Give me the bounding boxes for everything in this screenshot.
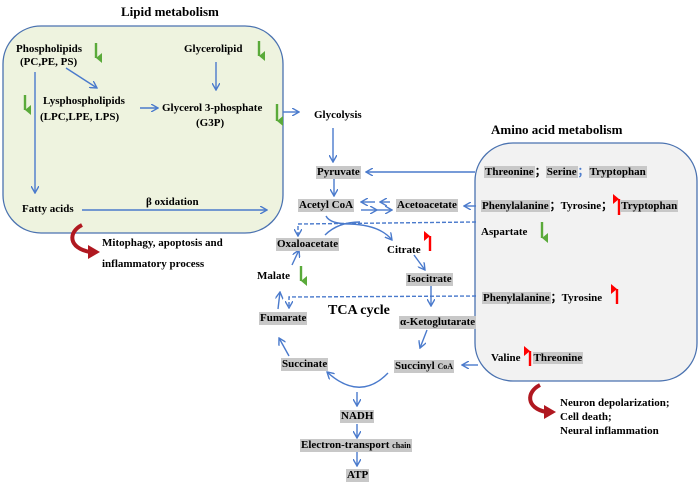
atp-node: ATP [346,469,370,482]
curved-arrow-lipid [70,223,91,254]
fumarate-node: Fumarate [259,312,308,325]
acetoacetate-node: Acetoacetate [396,199,458,212]
arrow-oxalo-arc [324,221,361,236]
arrow-fumarate-to-malate [278,292,280,310]
tryptophan-node-2: Tryptophan [620,200,679,212]
separator: ； [550,292,562,304]
amino-acid-metabolism-title: Amino acid metabolism [491,122,623,137]
separator: ； [549,200,561,212]
malate-node: Malate [257,270,290,282]
phenylalanine-node: Phenylalanine [481,200,550,212]
tyrosine-node: Tyrosine [560,200,602,212]
beta-oxidation-label: β oxidation [146,196,199,208]
g3p-label: Glycerol 3-phosphate [162,102,263,114]
electron-transport-chain-node: Electron-transport chain [300,439,412,452]
arrow-akg-to-succinyl [420,329,428,348]
lysphospholipids-subtypes: (LPC,LPE, LPS) [40,111,120,123]
curved-arrow-amino [528,383,547,414]
dashed-links [289,221,477,308]
amino-outcome-line3: Neural inflammation [560,425,659,437]
tca-cycle-label: TCA cycle [328,303,390,318]
lipid-metabolism-box [2,25,284,234]
isocitrate-node: Isocitrate [406,273,453,286]
valine-node: Valine [491,352,521,364]
arrow-citrate-to-isocitrate [413,254,425,270]
pathway-arrows [35,62,478,466]
amino-row-3: Phenylalanine；Tyrosine [482,292,602,305]
lipid-outcome-line2: inflammatory process [102,258,205,270]
curved-outcome-arrows [70,223,556,419]
arrow-succinyl-to-succinate [327,372,389,388]
increase-arrows [424,194,621,366]
curved-arrow-amino-head [544,405,556,419]
fatty-acids-label: Fatty acids [22,203,74,215]
separator: ； [601,200,613,212]
succinyl-text: Succinyl [395,360,435,372]
nadh-node: NADH [340,410,375,423]
phospholipids-subtypes: (PC,PE, PS) [20,56,78,68]
arrow-malate-to-oxalo [291,250,299,266]
separator: ； [534,166,546,178]
lipid-metabolism-title: Lipid metabolism [121,4,219,19]
phospholipids-label: Phospholipids [16,43,83,55]
succinyl-coa-node: Succinyl CoA [394,360,455,373]
etc-chain-text: chain [392,441,411,450]
arrow-acetyl-to-citrate [325,215,392,240]
phenylalanine-node-2: Phenylalanine [482,292,551,304]
lipid-outcome-line1: Mitophagy, apoptosis and [102,237,223,249]
tryptophan-node: Tryptophan [588,166,647,178]
oxaloacetate-node: Oxaloacetate [276,238,340,251]
g3p-abbrev: (G3P) [196,117,225,129]
amino-outcome-line1: Neuron depolarization; [560,397,670,409]
dashed-aspartate-to-oxalo [298,221,477,236]
amino-row-1: Threonine；Serine；Tryptophan [484,166,647,179]
aspartate-node: Aspartate [481,226,528,238]
pyruvate-node: Pyruvate [316,166,361,179]
tyrosine-node-2: Tyrosine [561,292,603,304]
arrow-phospho-to-lyso [65,67,97,88]
threonine-node: Threonine [484,166,535,178]
succinyl-coa-text: CoA [437,362,454,371]
arrow-succinate-to-fumarate [279,338,290,357]
acetyl-coa-node: Acetyl CoA [298,199,355,212]
lysphospholipids-label: Lysphospholipids [43,95,125,107]
separator: ； [577,166,589,178]
alpha-ketoglutarate-node: α-Ketoglutarate [399,316,477,329]
amino-row-2: Phenylalanine；Tyrosine；Tryptophan [481,200,679,213]
threonine-node-2: Threonine [532,352,584,364]
succinate-node: Succinate [281,358,329,371]
citrate-node: Citrate [387,244,421,256]
etc-text: Electron-transport [301,439,390,451]
amino-outcome-line2: Cell death; [560,411,612,423]
amino-row-4: Valine Threonine [491,352,584,365]
serine-node: Serine [545,166,578,178]
decrease-arrows [23,41,548,286]
glycerolipid-label: Glycerolipid [184,43,243,55]
dashed-phenyl-to-fumarate [289,295,477,308]
glycolysis-label: Glycolysis [314,109,362,121]
curved-arrow-lipid-head [88,245,100,259]
